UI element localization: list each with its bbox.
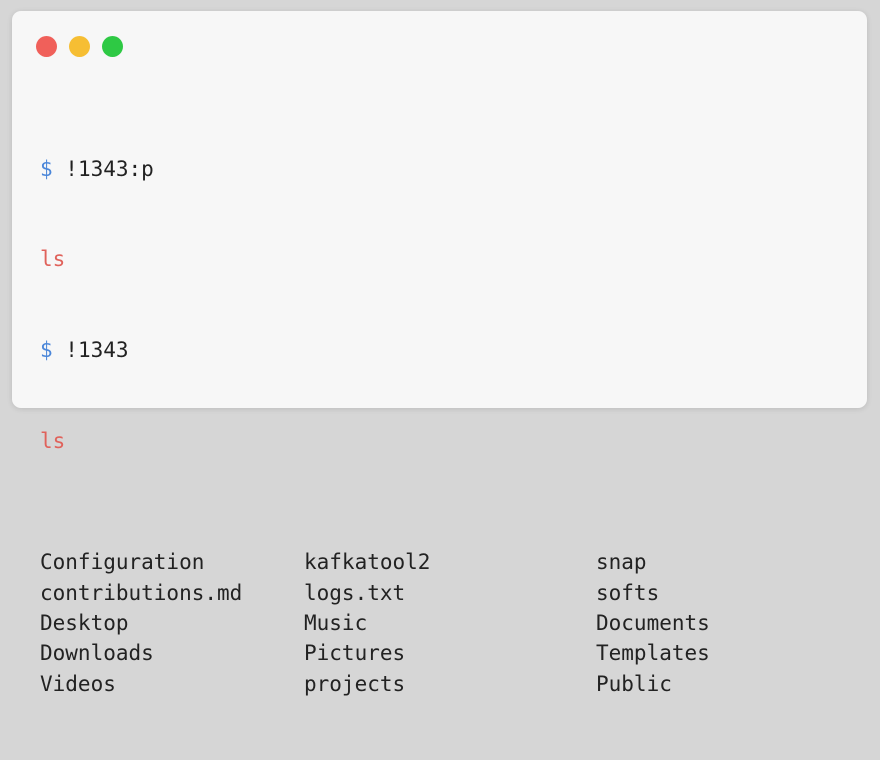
window-controls	[36, 36, 123, 57]
listing-item: contributions.md	[40, 580, 243, 605]
listing-item: Documents	[596, 611, 710, 636]
minimize-button[interactable]	[69, 36, 90, 57]
listing-item: Pictures	[304, 641, 406, 666]
listing-item: Desktop	[40, 611, 129, 636]
listing-item: Videos	[40, 671, 116, 696]
close-button[interactable]	[36, 36, 57, 57]
prompt-symbol: $	[40, 338, 53, 363]
listing-item: Templates	[596, 641, 710, 666]
command-line: $ !1343	[40, 335, 746, 365]
listing-item: softs	[596, 580, 660, 605]
listing-item: kafkatool2	[304, 550, 431, 575]
echoed-command: ls	[40, 429, 66, 454]
directory-listing: Configuration kafkatool2 snap contributi…	[40, 547, 746, 698]
listing-item: logs.txt	[304, 580, 406, 605]
terminal-output[interactable]: $ !1343:p ls $ !1343 ls Configuration ka…	[40, 93, 746, 760]
echoed-command: ls	[40, 247, 66, 272]
listing-item: Configuration	[40, 550, 205, 575]
command-line: $ !1343:p	[40, 154, 746, 184]
listing-item: Downloads	[40, 641, 154, 666]
listing-item: snap	[596, 550, 647, 575]
command-text: !1343:p	[52, 156, 154, 181]
maximize-button[interactable]	[102, 36, 123, 57]
prompt-symbol: $	[40, 156, 53, 181]
listing-item: projects	[304, 671, 406, 696]
listing-item: Music	[304, 611, 368, 636]
listing-item: Public	[596, 671, 672, 696]
command-text: !1343	[52, 338, 129, 363]
terminal-window: $ !1343:p ls $ !1343 ls Configuration ka…	[12, 11, 867, 696]
